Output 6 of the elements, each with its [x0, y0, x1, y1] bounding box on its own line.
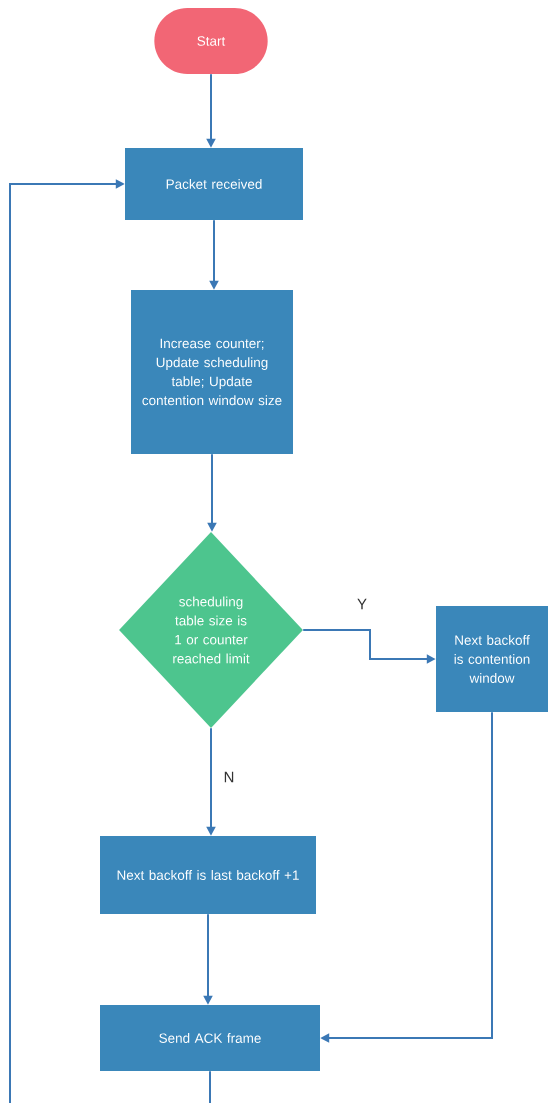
process-box: Increase counter; Update scheduling table; Update contention window size [131, 290, 293, 454]
process-box: Send ACK frame [100, 1005, 320, 1071]
process-box: Next backoff is contention window [436, 606, 548, 712]
process-box: Packet received [125, 148, 303, 220]
process-box: Next backoff is last backoff +1 [100, 836, 316, 914]
arrow [9, 179, 211, 1103]
